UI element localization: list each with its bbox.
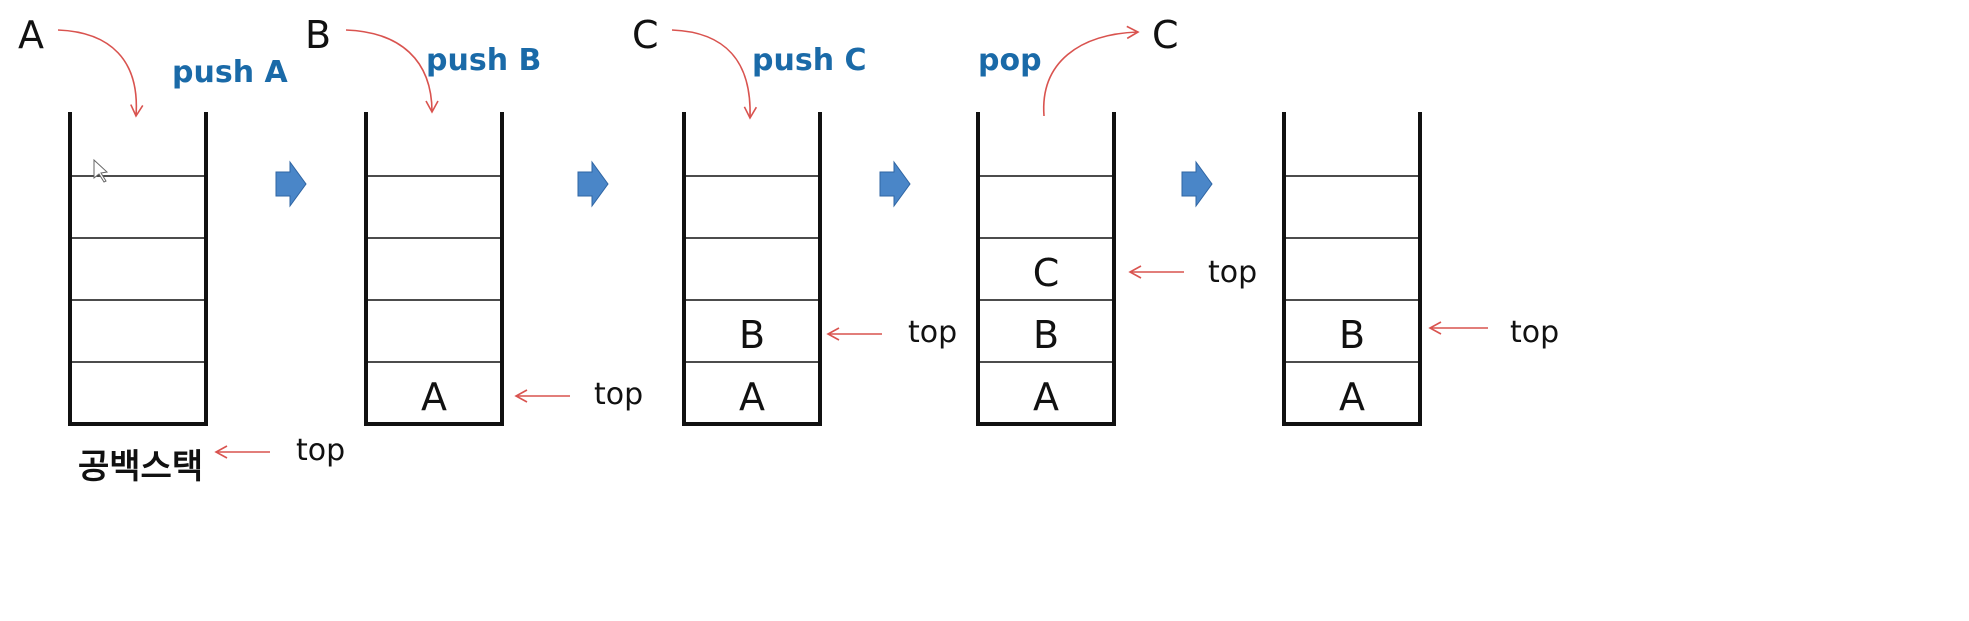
empty-stack-caption: 공백스택 <box>78 447 204 487</box>
top-label-stage-3: top <box>908 315 958 350</box>
stack-cell-a: A <box>1033 375 1059 419</box>
stack-after-pop: A B <box>1284 112 1420 424</box>
stack-after-push-b: A <box>366 112 502 424</box>
stack-cell-b: B <box>1338 313 1366 357</box>
top-label-stage-1: top <box>296 433 346 468</box>
operation-label-pop: pop <box>978 43 1042 78</box>
right-arrow-icon <box>879 160 911 208</box>
operation-label-push-b: push B <box>426 43 542 78</box>
right-arrow-icon <box>275 160 307 208</box>
top-label-stage-2: top <box>594 377 644 412</box>
incoming-item-b: B <box>305 13 332 57</box>
push-arrow-b <box>345 29 439 114</box>
stack-cell-a: A <box>1339 375 1365 419</box>
stack-cell-a: A <box>739 375 765 419</box>
cursor-icon <box>93 158 109 183</box>
stack-cell-b: B <box>738 313 766 357</box>
stack-before-pop: A B C <box>978 112 1114 424</box>
stack-after-push-c: A B <box>684 112 820 424</box>
right-arrow-icon <box>1181 160 1213 208</box>
top-label-stage-5: top <box>1510 315 1560 350</box>
operation-label-push-c: push C <box>752 43 867 78</box>
operation-label-push-a: push A <box>172 55 288 90</box>
incoming-item-a: A <box>18 13 44 57</box>
popped-item-c: C <box>1152 13 1179 57</box>
right-arrow-icon <box>577 160 609 208</box>
pop-arrow <box>1043 25 1140 117</box>
stack-cell-a: A <box>421 375 447 419</box>
top-label-stage-4: top <box>1208 255 1258 290</box>
incoming-item-c: C <box>632 13 659 57</box>
stack-cell-c: C <box>1032 251 1060 295</box>
push-arrow-c <box>671 29 758 120</box>
stack-cell-b: B <box>1032 313 1060 357</box>
push-arrow-a <box>57 29 144 118</box>
